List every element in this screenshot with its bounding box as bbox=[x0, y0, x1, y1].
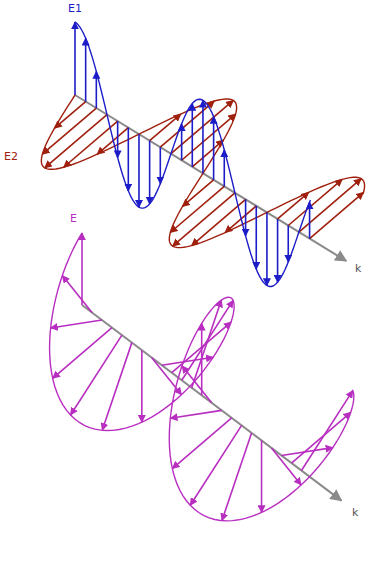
field-vector bbox=[291, 412, 350, 463]
field-vector bbox=[62, 276, 92, 313]
field-vector bbox=[222, 433, 252, 521]
field-vector bbox=[192, 140, 223, 167]
field-vector bbox=[261, 440, 263, 512]
field-vector bbox=[170, 410, 221, 418]
field-vector bbox=[223, 150, 225, 187]
field-vector bbox=[287, 226, 289, 263]
field-vector bbox=[81, 233, 83, 305]
field-vector bbox=[310, 192, 364, 238]
field-vector bbox=[117, 121, 119, 158]
field-vector bbox=[309, 202, 311, 239]
e1-wave-curve bbox=[75, 22, 310, 286]
field-vector bbox=[255, 206, 257, 269]
e-wave-curve bbox=[50, 233, 354, 521]
field-vector bbox=[45, 115, 107, 168]
field-vector bbox=[53, 328, 112, 379]
field-vector bbox=[74, 22, 76, 95]
field-vector bbox=[138, 134, 140, 207]
field-label: E1 bbox=[68, 2, 82, 15]
field-vector bbox=[55, 102, 86, 129]
field-vector bbox=[96, 72, 98, 109]
field-vector bbox=[245, 199, 247, 236]
field-vector bbox=[190, 425, 241, 505]
field-vector bbox=[213, 117, 215, 180]
field-vector bbox=[160, 147, 162, 184]
circular-wave bbox=[50, 233, 354, 521]
axis-label: k bbox=[355, 262, 361, 275]
field-vector bbox=[277, 219, 279, 282]
field-vector bbox=[85, 38, 87, 101]
linear-components bbox=[41, 22, 364, 286]
field-vector bbox=[202, 100, 204, 173]
field-vector bbox=[102, 343, 132, 431]
field-vector bbox=[181, 124, 183, 161]
field-vector bbox=[149, 141, 151, 204]
field-vector bbox=[301, 391, 352, 471]
field-vector bbox=[71, 335, 122, 415]
e-wave-vectors bbox=[51, 233, 353, 521]
e1-wave-vectors bbox=[75, 22, 310, 285]
e2-wave-vectors bbox=[42, 95, 363, 246]
field-vector bbox=[182, 180, 213, 207]
e2-wave-curve bbox=[41, 95, 364, 248]
field-label: E2 bbox=[4, 150, 18, 163]
field-vector bbox=[266, 212, 268, 285]
field-vector bbox=[182, 366, 212, 403]
field-vector bbox=[192, 300, 222, 388]
field-label: E bbox=[70, 212, 77, 225]
field-vector bbox=[201, 323, 203, 395]
axis-label: k bbox=[352, 506, 358, 519]
field-vector bbox=[51, 320, 102, 328]
field-vector bbox=[173, 193, 235, 246]
k-axis bbox=[75, 95, 346, 261]
field-vector bbox=[172, 418, 231, 469]
field-vector bbox=[191, 104, 193, 167]
field-vector bbox=[141, 350, 143, 422]
field-vector bbox=[128, 128, 130, 191]
